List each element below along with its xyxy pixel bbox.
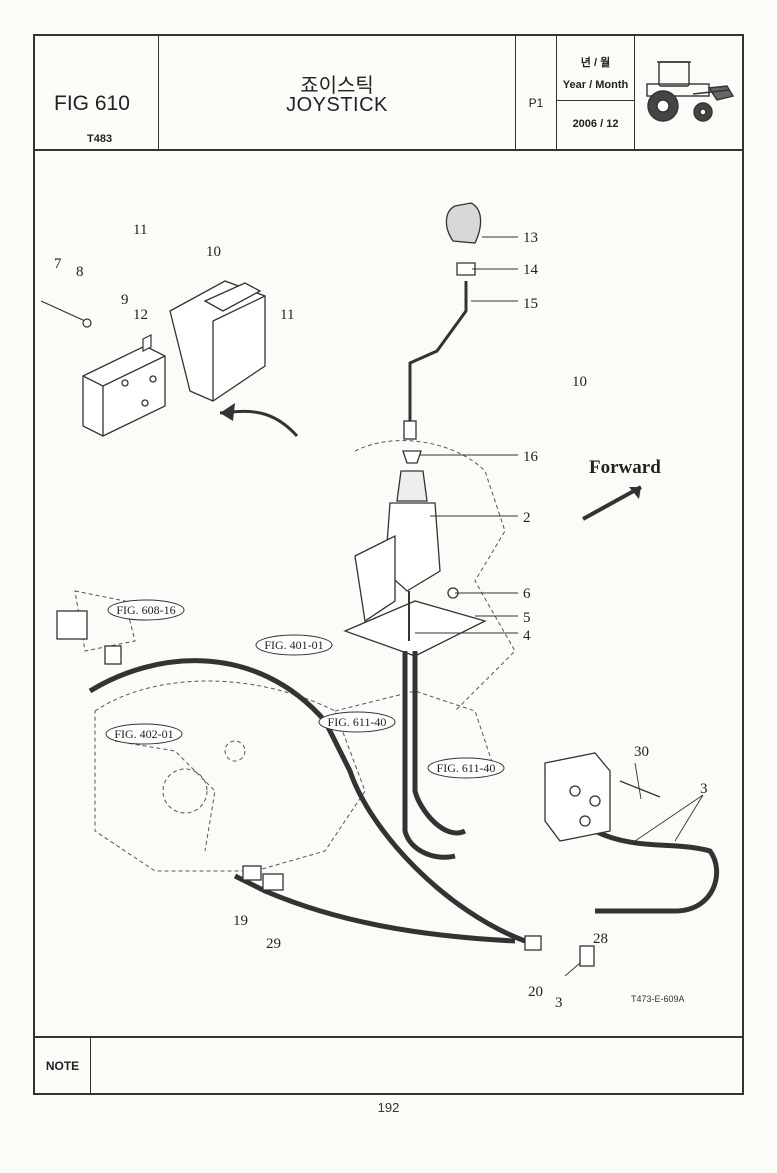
callout-8: 8 — [76, 264, 84, 280]
callout-10-right: 10 — [572, 374, 587, 390]
callout-4: 4 — [523, 628, 531, 644]
title-cell: 죠이스틱 JOYSTICK — [159, 36, 516, 149]
callout-30: 30 — [634, 744, 649, 760]
header-block: FIG 610 T483 죠이스틱 JOYSTICK P1 년 / 월 Year… — [35, 36, 742, 151]
fig-ref-401-01: FIG. 401-01 — [264, 638, 323, 652]
fig-number-cell: FIG 610 T483 — [35, 36, 159, 149]
date-divider — [557, 100, 634, 101]
callout-28: 28 — [593, 931, 608, 947]
callout-29: 29 — [266, 936, 281, 952]
callout-3-bottom: 3 — [555, 995, 563, 1011]
callout-5: 5 — [523, 610, 531, 626]
fig-ref-608-16: FIG. 608-16 — [116, 603, 175, 617]
callout-15: 15 — [523, 296, 538, 312]
title-english: JOYSTICK — [286, 94, 388, 116]
note-label: NOTE — [35, 1038, 91, 1093]
forward-label: Forward — [589, 457, 661, 478]
callout-14: 14 — [523, 262, 539, 278]
fig-ref-402-01: FIG. 402-01 — [114, 727, 173, 741]
callout-20: 20 — [528, 984, 543, 1000]
callout-11-top: 11 — [133, 222, 147, 238]
callout-16: 16 — [523, 449, 539, 465]
joystick-exploded-diagram: 13 14 15 10 16 2 6 5 4 11 10 7 8 9 12 11… — [40, 202, 720, 1011]
title-korean: 죠이스틱 — [300, 75, 374, 97]
fig-ref-611-40-left: FIG. 611-40 — [328, 715, 387, 729]
callout-10-left: 10 — [206, 244, 221, 260]
fig-ref-611-40-right: FIG. 611-40 — [437, 761, 496, 775]
fig-code: T483 — [87, 133, 113, 145]
tractor-icon — [646, 61, 735, 122]
drawing-code: T473-E-609A — [631, 994, 685, 1004]
tractor-cell — [635, 36, 744, 149]
fig-number: FIG 610 — [54, 92, 130, 115]
page-code-cell: P1 — [516, 36, 557, 149]
date-value: 2006 / 12 — [572, 118, 619, 130]
parts-sheet: FIG 610 T483 죠이스틱 JOYSTICK P1 년 / 월 Year… — [33, 34, 744, 1095]
callout-6: 6 — [523, 586, 531, 602]
date-cell: 년 / 월 Year / Month 2006 / 12 — [557, 36, 635, 149]
page-code: P1 — [528, 96, 544, 110]
year-month-korean: 년 / 월 — [580, 57, 611, 69]
callout-19: 19 — [233, 913, 248, 929]
callout-9: 9 — [121, 292, 129, 308]
page-number: 192 — [377, 1100, 400, 1115]
callout-7: 7 — [54, 256, 62, 272]
note-row: NOTE — [35, 1036, 742, 1093]
callout-12: 12 — [133, 307, 148, 323]
callout-3-right: 3 — [700, 781, 708, 797]
callout-2: 2 — [523, 510, 531, 526]
callout-13: 13 — [523, 230, 538, 246]
callout-11-right: 11 — [280, 307, 294, 323]
year-month-english: Year / Month — [562, 79, 629, 91]
